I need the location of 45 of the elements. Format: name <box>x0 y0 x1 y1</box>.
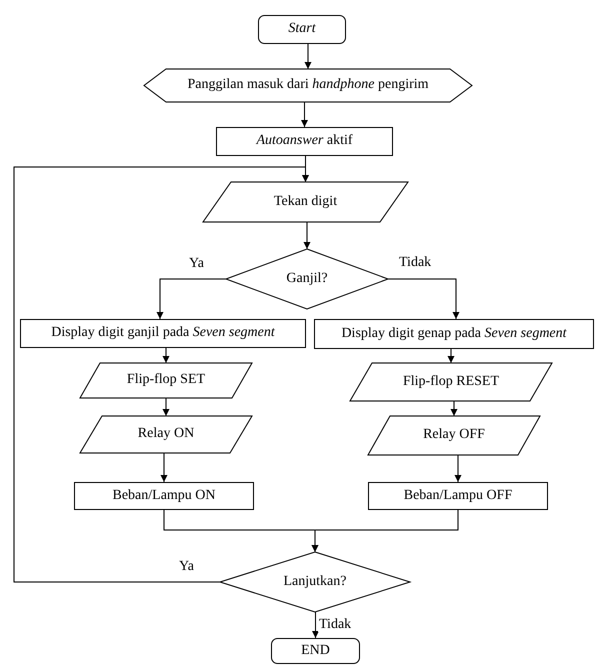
input-parallelogram <box>80 416 252 453</box>
arrow <box>304 222 310 250</box>
arrow <box>301 102 308 128</box>
node-text: Display digit genap pada Seven segment <box>341 326 567 342</box>
node-text: Ganjil? <box>286 270 328 288</box>
arrow <box>312 510 458 552</box>
arrow <box>160 452 168 482</box>
arrow <box>312 612 319 638</box>
arrow <box>14 166 309 582</box>
process-box <box>74 482 254 510</box>
node-text: Panggilan masuk dari handphone pengirim <box>187 77 429 94</box>
node-text: Flip-flop RESET <box>402 374 500 390</box>
node-text: Relay ON <box>138 426 194 443</box>
arrow <box>454 454 462 482</box>
process-box <box>20 319 306 348</box>
input-parallelogram <box>368 416 540 455</box>
node-text: Beban/Lampu ON <box>112 488 216 504</box>
edge-label: Tidak <box>318 617 352 632</box>
process-box <box>314 319 594 349</box>
input-parallelogram <box>350 363 552 401</box>
input-parallelogram <box>80 363 252 398</box>
process-box <box>216 127 393 156</box>
terminator-box <box>271 638 360 664</box>
arrow <box>162 398 170 416</box>
node-text: Flip-flop SET <box>126 372 206 389</box>
arrow <box>156 278 226 320</box>
preparation-hexagon <box>144 69 472 102</box>
node-text: Tekan digit <box>274 194 338 210</box>
node-text: Start <box>288 21 316 38</box>
decision-diamond <box>220 552 410 612</box>
arrow <box>388 278 460 320</box>
node-text: Lanjutkan? <box>284 574 346 590</box>
node-text: Autoanswer aktif <box>256 133 353 150</box>
node-text: END <box>301 642 330 660</box>
node-text: Beban/Lampu OFF <box>404 488 512 504</box>
node-text: Relay OFF <box>423 427 485 444</box>
arrow <box>450 400 458 416</box>
node-text: Display digit ganjil pada Seven segment <box>51 325 275 342</box>
arrow <box>162 348 170 364</box>
arrow <box>448 348 454 364</box>
process-box <box>368 482 548 510</box>
decision-diamond <box>226 249 388 309</box>
arrow <box>304 44 312 70</box>
input-parallelogram <box>203 182 408 222</box>
terminator-box <box>258 15 346 44</box>
